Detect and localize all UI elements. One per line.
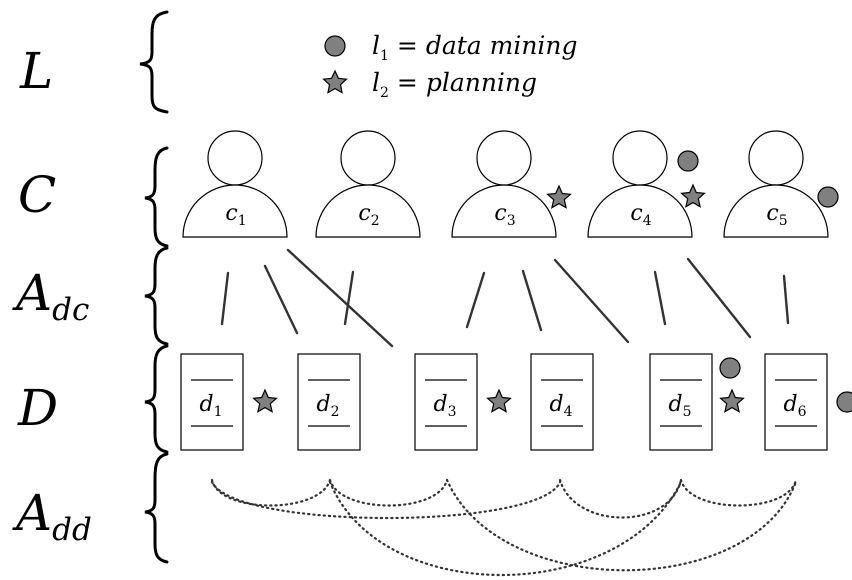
document-node: d6	[764, 353, 852, 451]
legend-item-planning: l2= planning	[372, 68, 537, 101]
document-label-marker-star-icon	[486, 388, 512, 413]
person-head-icon	[207, 130, 263, 186]
edge-c3-d3	[465, 271, 486, 329]
candidate-nodes: c1 c2 c3 c4 c5	[182, 130, 839, 238]
brace-c	[144, 146, 169, 248]
row-label-a-dd: Add	[12, 484, 92, 548]
document-icon	[649, 353, 713, 451]
a-dd-arcs	[210, 478, 798, 576]
document-label-marker-circle-icon	[719, 357, 741, 379]
document-label: d1	[199, 392, 222, 420]
document-node: d4	[530, 353, 594, 451]
person-body-icon	[723, 184, 829, 238]
candidate-label-marker-star-icon	[680, 183, 706, 208]
braces	[139, 10, 169, 564]
candidate-label: c3	[494, 201, 515, 229]
person-body-icon	[587, 184, 693, 238]
document-node: d5	[649, 353, 745, 451]
arc-d1-d4	[210, 480, 562, 520]
document-icon	[764, 353, 828, 451]
edge-c1-d1	[220, 271, 230, 326]
edge-c4-d5	[653, 270, 667, 326]
brace-d	[144, 344, 169, 454]
arc-d5-d6	[679, 478, 798, 507]
brace-a-dd	[144, 452, 169, 564]
document-nodes: d1 d2 d3 d4 d5 d6	[180, 353, 852, 451]
person-head-icon	[340, 130, 396, 186]
candidate-label-marker-star-icon	[546, 184, 572, 209]
candidate-node: c5	[723, 130, 839, 238]
arc-d3-d6	[445, 478, 798, 572]
edge-c3-d4	[521, 269, 543, 332]
legend-star-icon	[322, 69, 348, 94]
candidate-node: c4	[587, 130, 706, 238]
document-node: d2	[297, 353, 361, 451]
candidate-label: c1	[225, 201, 246, 229]
edge-c3-d5	[553, 258, 630, 344]
legend: l1= data mining l2= planning	[322, 31, 578, 101]
document-label: d6	[783, 392, 806, 420]
legend-circle-icon	[324, 35, 346, 57]
person-body-icon	[182, 184, 288, 238]
document-label: d3	[433, 392, 456, 420]
document-icon	[180, 353, 244, 451]
a-dc-edges	[220, 248, 790, 348]
document-label: d2	[316, 392, 339, 420]
brace-l	[139, 10, 169, 114]
person-body-icon	[315, 184, 421, 238]
candidate-node: c2	[315, 130, 421, 238]
edge-c4-d6	[686, 257, 752, 339]
row-label-a-dc: Adc	[12, 264, 89, 328]
arc-d2-d3	[328, 478, 449, 507]
arc-d1-d2	[210, 478, 332, 507]
document-label: d4	[549, 392, 572, 420]
candidate-label-marker-circle-icon	[677, 150, 699, 172]
document-label-marker-star-icon	[252, 388, 278, 413]
brace-a-dc	[144, 246, 169, 346]
person-head-icon	[476, 130, 532, 186]
candidate-node: c3	[451, 130, 572, 238]
document-icon	[530, 353, 594, 451]
row-label-c: C	[18, 166, 56, 224]
row-label-d: D	[17, 379, 58, 437]
edge-c2-d2	[343, 270, 355, 326]
document-node: d3	[414, 353, 512, 451]
document-label-marker-star-icon	[719, 388, 745, 413]
document-node: d1	[180, 353, 278, 451]
arc-d4-d5	[558, 478, 683, 519]
legend-item-data-mining: l1= data mining	[372, 31, 578, 64]
candidate-label: c4	[630, 201, 651, 229]
edge-c1-d3	[286, 248, 394, 348]
candidate-node: c1	[182, 130, 288, 238]
document-icon	[414, 353, 478, 451]
document-label-marker-circle-icon	[836, 391, 852, 413]
person-head-icon	[748, 130, 804, 186]
person-body-icon	[451, 184, 557, 238]
candidate-label: c2	[358, 201, 379, 229]
person-head-icon	[612, 130, 668, 186]
candidate-label: c5	[766, 201, 787, 229]
edge-c1-d2	[263, 264, 299, 335]
row-label-l: L	[19, 42, 53, 100]
candidate-label-marker-circle-icon	[817, 186, 839, 208]
edge-c5-d6	[782, 274, 790, 325]
document-icon	[297, 353, 361, 451]
document-label: d5	[668, 392, 691, 420]
arc-d2-d5	[328, 480, 683, 576]
row-labels: L C Adc D Add	[12, 42, 92, 548]
